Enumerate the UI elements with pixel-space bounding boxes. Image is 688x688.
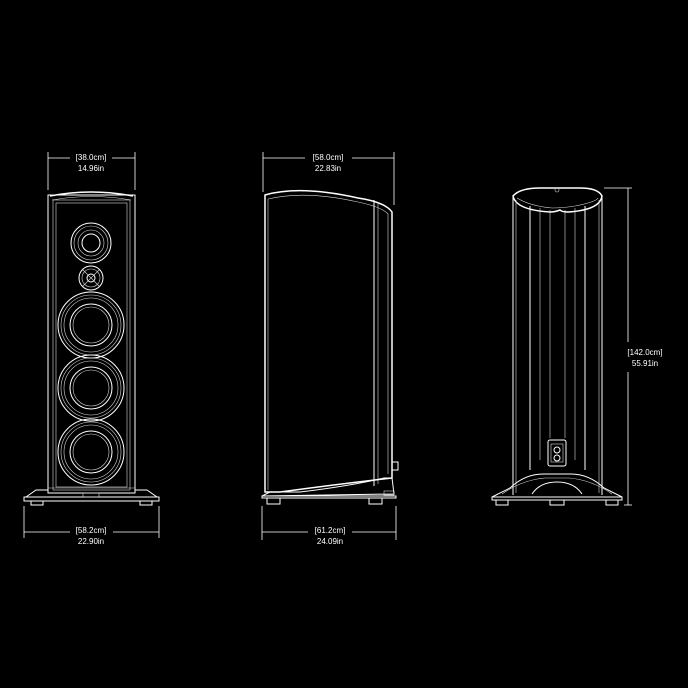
front-top-width-in: 14.96in bbox=[78, 164, 104, 173]
side-base-dimension: [61.2cm] 24.09in bbox=[261, 506, 397, 546]
front-top-dimension: [38.0cm] 14.96in bbox=[47, 152, 136, 190]
side-view: [58.0cm] 22.83in [61.2cm] 24.09in bbox=[261, 152, 399, 546]
front-woofer-1 bbox=[57, 291, 125, 359]
front-base-width-in: 22.90in bbox=[78, 537, 104, 546]
front-top-ring-driver bbox=[70, 222, 112, 264]
rear-base bbox=[491, 473, 623, 506]
side-base-depth-in: 24.09in bbox=[317, 537, 343, 546]
front-base-width-cm: [58.2cm] bbox=[76, 526, 107, 535]
rear-view: [142.0cm] 55.91in bbox=[491, 187, 663, 506]
rear-cabinet bbox=[512, 187, 603, 495]
rear-height-dimension: [142.0cm] 55.91in bbox=[604, 187, 663, 506]
front-top-width-cm: [38.0cm] bbox=[76, 153, 107, 162]
side-cabinet bbox=[264, 189, 399, 493]
front-base-dimension: [58.2cm] 22.90in bbox=[23, 506, 160, 546]
front-view: [38.0cm] 14.96in bbox=[23, 152, 160, 546]
front-cabinet bbox=[47, 191, 136, 494]
side-base bbox=[261, 477, 397, 505]
rear-height-cm: [142.0cm] bbox=[627, 348, 662, 357]
front-woofer-2 bbox=[57, 354, 125, 422]
side-top-depth-cm: [58.0cm] bbox=[313, 153, 344, 162]
side-base-depth-cm: [61.2cm] bbox=[315, 526, 346, 535]
front-woofer-3 bbox=[57, 418, 125, 486]
rear-height-in: 55.91in bbox=[632, 359, 658, 368]
rear-terminal-panel bbox=[547, 439, 567, 467]
front-base bbox=[23, 489, 160, 506]
front-tweeter bbox=[78, 265, 104, 291]
side-top-dimension: [58.0cm] 22.83in bbox=[262, 152, 395, 205]
side-top-depth-in: 22.83in bbox=[315, 164, 341, 173]
